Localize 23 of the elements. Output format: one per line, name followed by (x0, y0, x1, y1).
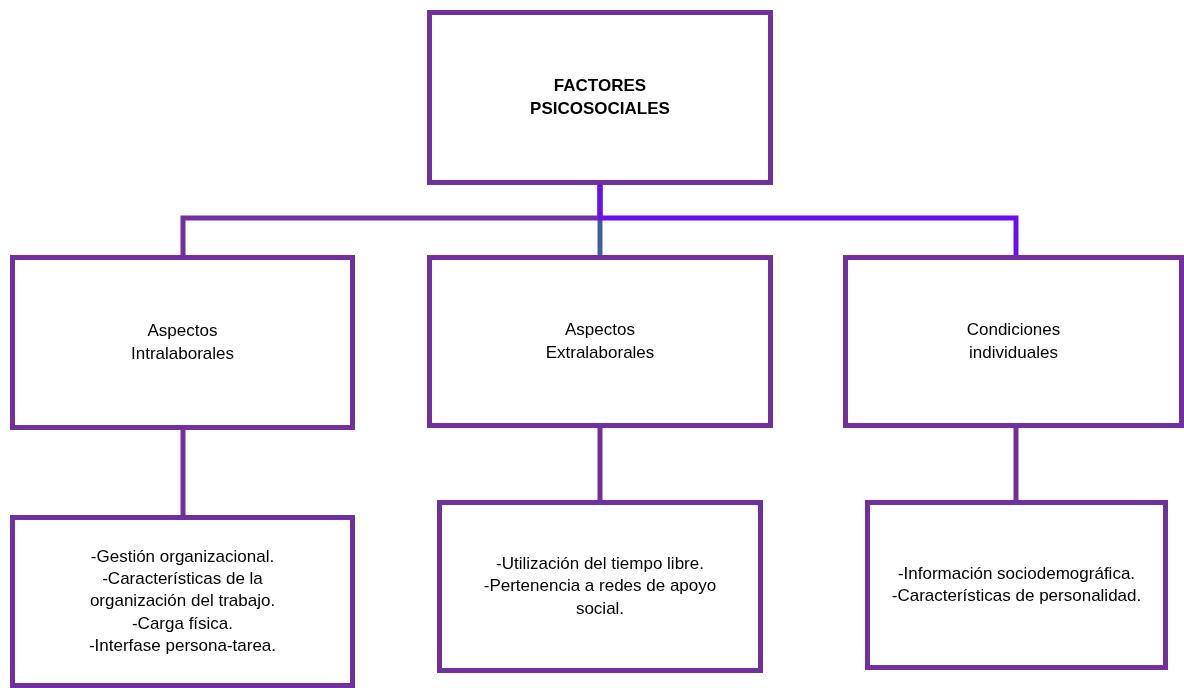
category-box (427, 255, 773, 428)
category-label: Aspectos Intralaborales (130, 320, 235, 365)
category-label: Aspectos Extralaborales (544, 319, 656, 364)
list-box (865, 500, 1168, 670)
connector-line (597, 185, 1019, 255)
connector-line (1013, 428, 1019, 500)
title-text: FACTORES PSICOSOCIALES (530, 75, 670, 120)
title-box (427, 10, 773, 185)
connector-line (597, 428, 603, 500)
list-item: -Interfase persona-tarea. (88, 634, 277, 657)
category-box (10, 255, 355, 430)
list-item: -Utilización del tiempo libre. (496, 553, 704, 576)
list-item: -Información sociodemográfica. (897, 562, 1136, 585)
category-box (843, 255, 1184, 428)
category-label: Condiciones individuales (965, 319, 1062, 364)
connector-line (180, 430, 186, 515)
list-box (437, 500, 763, 673)
list-item: -Características de personalidad. (891, 585, 1142, 607)
list-item: -Pertenencia a redes de apoyo social. (482, 575, 718, 620)
list-item: -Carga física. (131, 612, 234, 635)
list-item: -Gestión organizacional. (90, 546, 275, 569)
list-box (10, 515, 355, 688)
list-item: -Características de la organización del trabajo. (88, 568, 277, 613)
